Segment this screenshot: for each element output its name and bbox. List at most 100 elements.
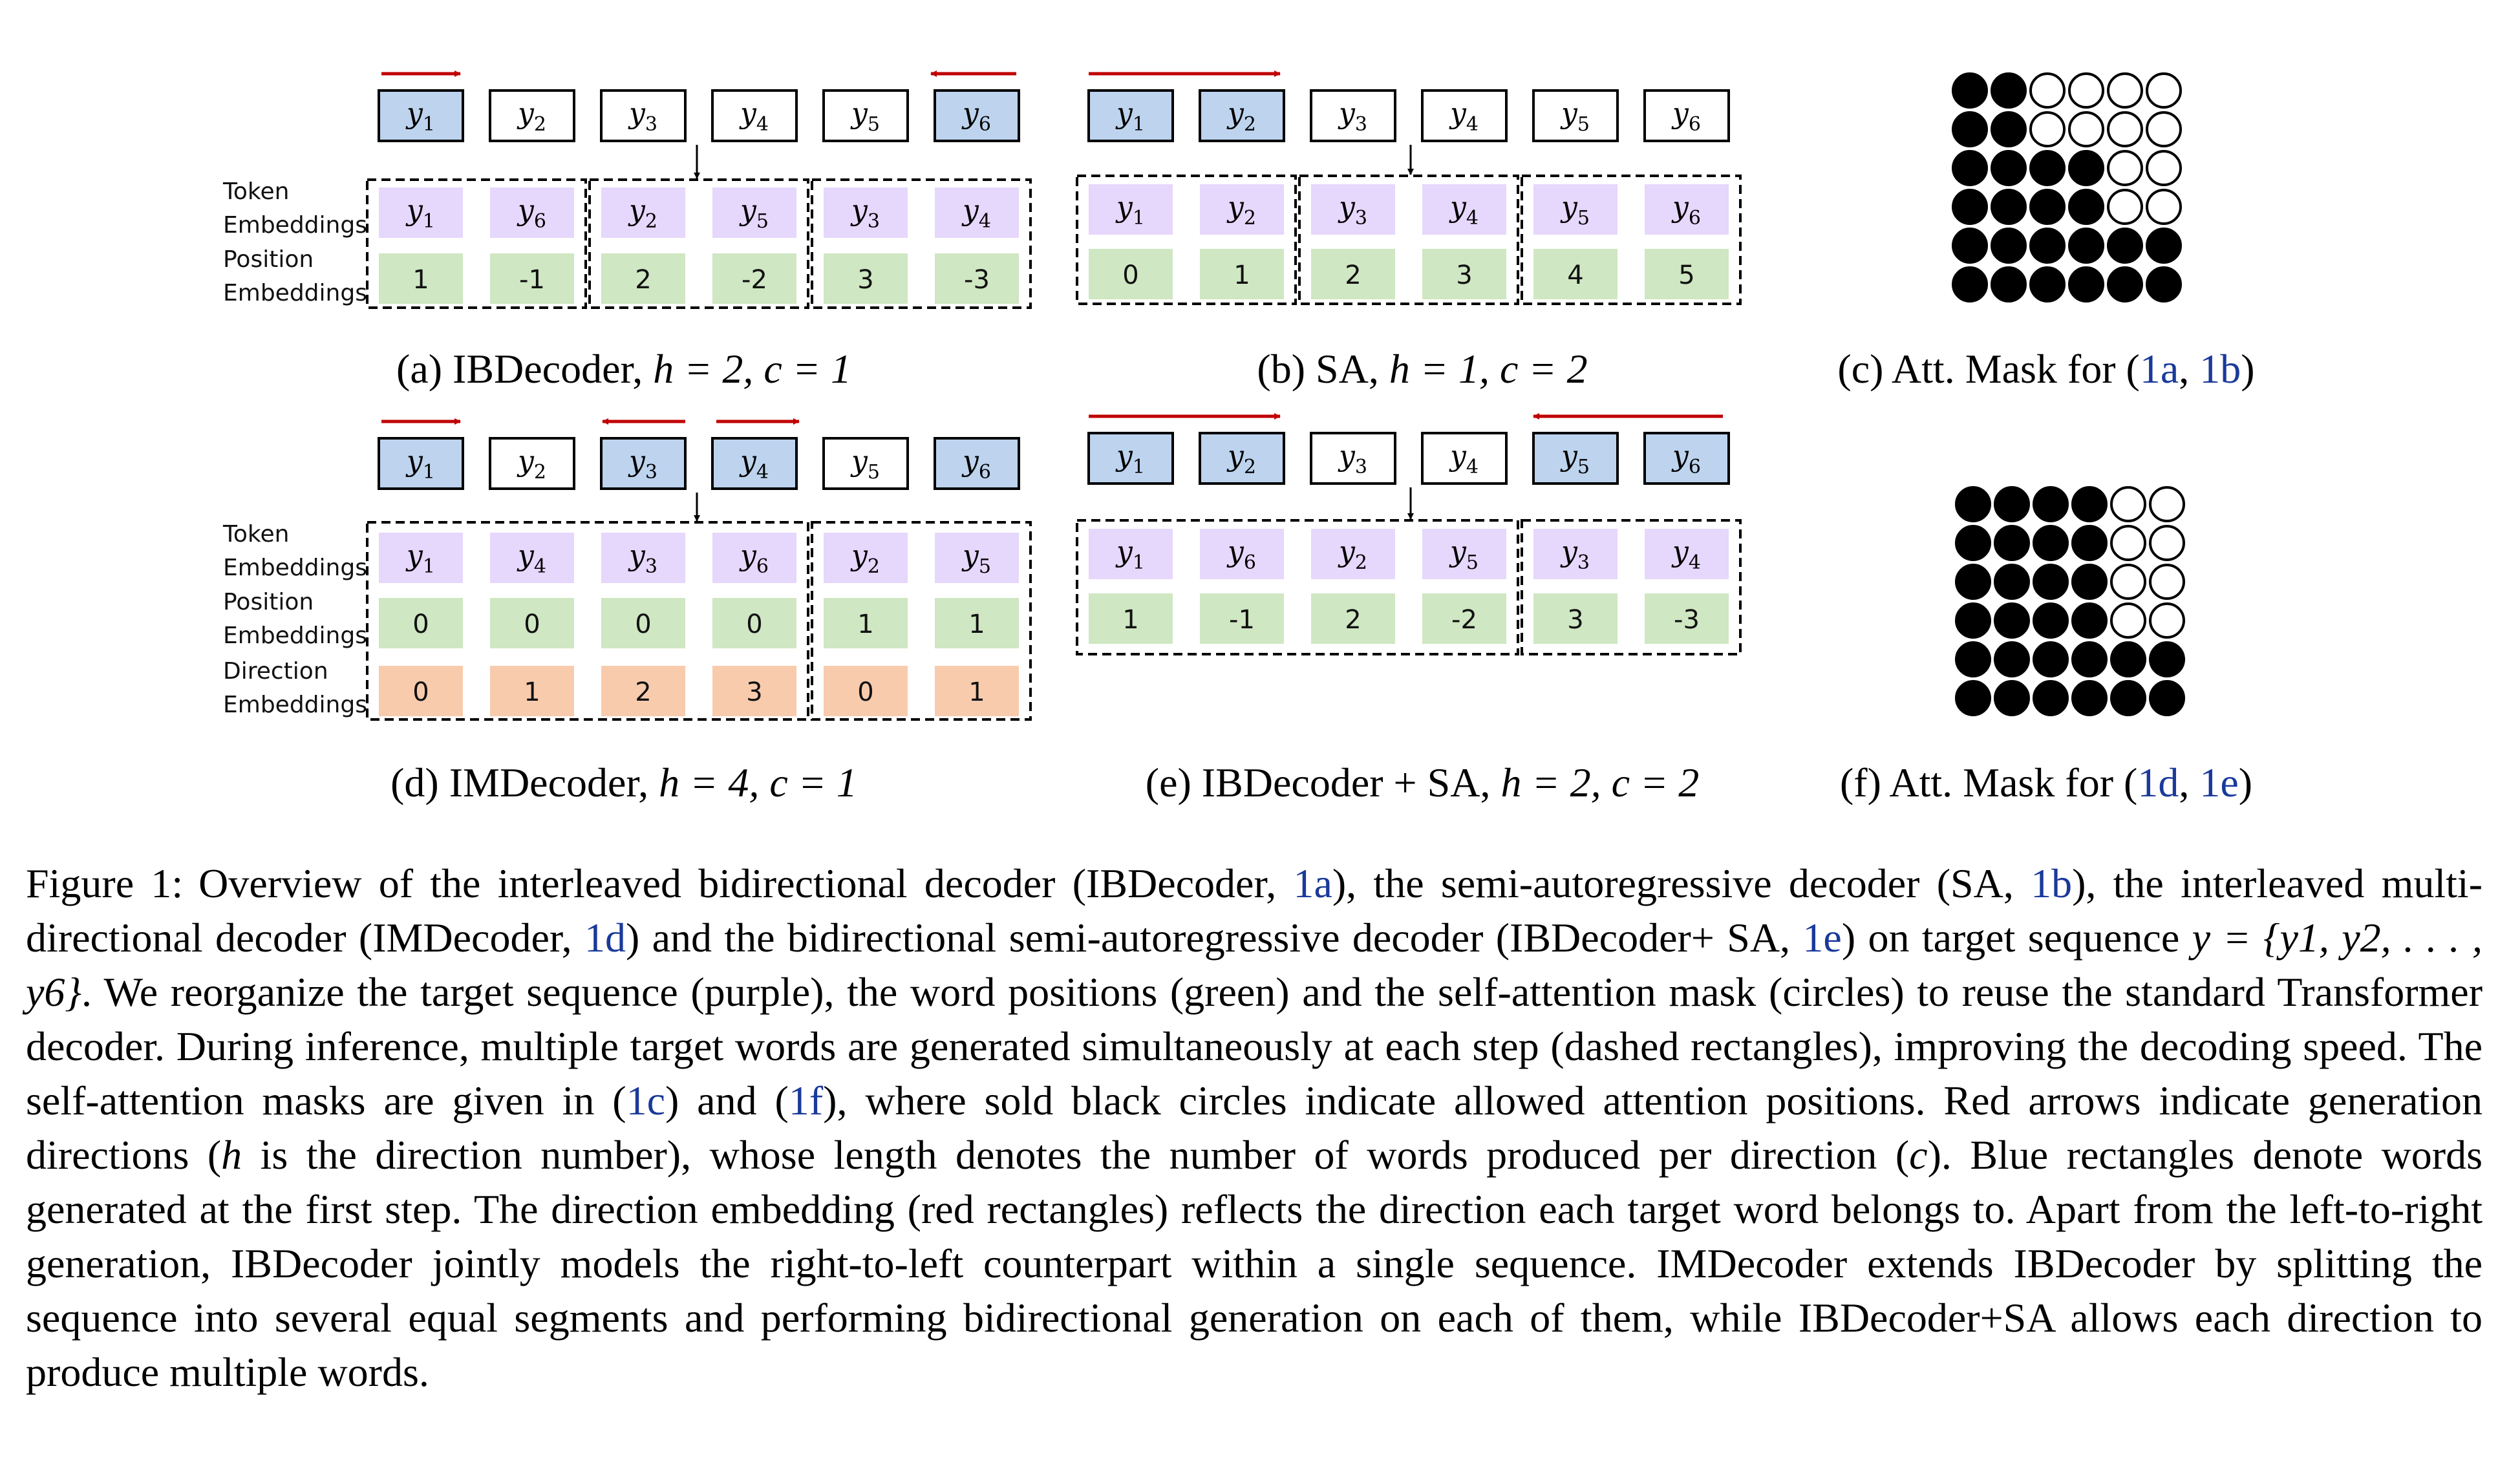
target-token: y1	[405, 97, 435, 136]
target-token: y5	[1560, 440, 1590, 478]
masked-circle	[2107, 189, 2143, 225]
allowed-circle	[1955, 680, 1991, 716]
target-token: y6	[961, 445, 991, 484]
masked-circle	[2029, 111, 2066, 147]
step-group	[588, 178, 809, 309]
attention-mask-c: (c) Att. Mask for (1a, 1b)	[1837, 72, 2255, 392]
token-embedding-label: y1	[1115, 191, 1145, 229]
panel-caption: (c) Att. Mask for (1a, 1b)	[1837, 346, 2254, 392]
token-embedding	[1533, 184, 1618, 235]
allowed-circle	[2071, 641, 2108, 677]
target-box	[934, 89, 1020, 142]
token-embedding-label: y6	[1226, 535, 1256, 574]
masked-circle	[2146, 111, 2182, 147]
target-token: y4	[739, 445, 769, 484]
step-group	[811, 521, 1032, 721]
panel-caption: (d) IMDecoder, h = 4, c = 1	[390, 760, 857, 805]
token-embedding	[601, 533, 685, 583]
token-embedding-label: y2	[1226, 191, 1256, 229]
panel-caption: (b) SA, h = 1, c = 2	[1257, 346, 1587, 392]
token-embedding	[1533, 529, 1618, 579]
allowed-circle	[2068, 150, 2104, 186]
allowed-circle	[2068, 228, 2104, 264]
allowed-circle	[2068, 266, 2104, 303]
position-embedding	[935, 598, 1019, 648]
allowed-circle	[1955, 641, 1991, 677]
allowed-circle	[1994, 486, 2030, 522]
token-embedding	[1200, 529, 1284, 579]
position-embedding-label: 0	[746, 610, 762, 639]
token-embedding-label: y6	[739, 539, 769, 578]
allowed-circle	[2033, 602, 2069, 639]
masked-circle	[2107, 150, 2143, 186]
target-box	[1199, 89, 1285, 142]
allowed-circle	[1955, 486, 1991, 522]
allowed-circle	[1991, 189, 2027, 225]
token-embedding-label: y3	[628, 539, 657, 578]
allowed-circle	[2029, 189, 2066, 225]
position-embedding-label: 2	[1345, 261, 1361, 290]
position-embedding	[490, 253, 574, 304]
target-box	[600, 89, 687, 142]
allowed-circle	[2107, 228, 2143, 264]
token-embedding-label: y4	[1671, 535, 1701, 574]
token-embedding	[379, 187, 463, 238]
target-token: y1	[405, 445, 435, 484]
allowed-circle	[2029, 150, 2066, 186]
target-box	[711, 437, 798, 490]
target-box	[1532, 432, 1619, 485]
position-embedding	[1311, 249, 1395, 299]
token-embedding	[935, 187, 1019, 238]
caption-ref: 1b	[2031, 860, 2073, 906]
target-token: y2	[1226, 440, 1256, 478]
allowed-circle	[1991, 111, 2027, 147]
token-embedding	[1422, 529, 1506, 579]
caption-math: y = {y1, y2, . . . , y6}	[26, 915, 2483, 1015]
target-box	[600, 437, 687, 490]
step-group	[1298, 175, 1519, 305]
masked-circle	[2146, 150, 2182, 186]
position-embedding	[824, 253, 908, 304]
masked-circle	[2149, 486, 2185, 522]
position-embedding	[1533, 593, 1618, 644]
masked-circle	[2149, 564, 2185, 600]
token-embedding	[1200, 184, 1284, 235]
position-embedding-label: 3	[1456, 261, 1472, 290]
token-embedding	[1089, 184, 1173, 235]
direction-embedding	[601, 666, 685, 716]
allowed-circle	[2110, 680, 2146, 716]
token-embedding-label: y5	[739, 194, 769, 233]
allowed-circle	[2146, 266, 2182, 303]
token-embedding	[490, 533, 574, 583]
target-token: y6	[1671, 440, 1701, 478]
allowed-circle	[2029, 228, 2066, 264]
allowed-circle	[2029, 266, 2066, 303]
allowed-circle	[2146, 228, 2182, 264]
allowed-circle	[2107, 266, 2143, 303]
token-embedding	[1645, 184, 1729, 235]
attention-mask-f: (f) Att. Mask for (1d, 1e)	[1840, 486, 2252, 805]
allowed-circle	[2071, 564, 2108, 600]
caption-ref: 1f	[788, 1078, 824, 1123]
position-embedding	[1645, 593, 1729, 644]
direction-embedding-label: 0	[857, 677, 873, 707]
target-token: y3	[1338, 97, 1367, 136]
allowed-circle	[1952, 266, 1988, 303]
allowed-circle	[1991, 72, 2027, 109]
allowed-circle	[1952, 111, 1988, 147]
position-embedding	[379, 598, 463, 648]
position-embedding-label: 1	[857, 610, 873, 639]
allowed-circle	[1994, 680, 2030, 716]
allowed-circle	[1994, 602, 2030, 639]
direction-embedding-label: 2	[635, 677, 651, 707]
position-embedding	[379, 253, 463, 304]
step-group	[366, 521, 809, 721]
position-embedding-label: 3	[1567, 605, 1583, 635]
position-embedding	[712, 253, 796, 304]
step-group	[1521, 175, 1742, 305]
row-label-position-line: Position	[223, 589, 314, 615]
direction-embedding-label: 3	[746, 677, 762, 707]
row-label-direction-line: Direction	[223, 658, 328, 685]
